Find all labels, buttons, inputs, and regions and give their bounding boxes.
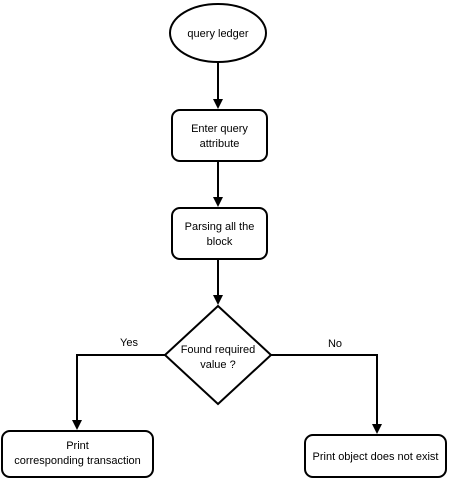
node-enter-query-attribute: Enter query attribute — [171, 109, 268, 162]
arrowhead — [213, 99, 223, 109]
arrowhead — [213, 295, 223, 305]
decision-diamond — [163, 304, 273, 406]
node-query-ledger: query ledger — [169, 3, 267, 63]
edge-parsing-to-decision — [213, 259, 223, 305]
enter-query-line-2: attribute — [200, 138, 240, 150]
edge-line — [76, 354, 165, 421]
arrowhead — [213, 197, 223, 207]
enter-query-line-1: Enter query — [191, 123, 248, 135]
print-transaction-line-2: corresponding transaction — [14, 455, 141, 467]
parsing-line-2: block — [207, 236, 233, 248]
arrowhead — [72, 420, 82, 430]
print-transaction-box — [1, 430, 154, 478]
edge-line — [271, 354, 378, 425]
print-not-exist-box — [304, 434, 447, 478]
node-print-object-does-not-exist: Print object does not exist — [304, 434, 447, 478]
no-label: No — [328, 338, 342, 350]
yes-label: Yes — [120, 337, 138, 349]
edge-decision-no: No — [271, 338, 382, 434]
node-parsing-all-the-block: Parsing all the block — [171, 207, 268, 260]
parsing-box — [171, 207, 268, 260]
enter-query-box — [171, 109, 268, 162]
arrowhead — [372, 424, 382, 434]
start-label: query ledger — [187, 28, 248, 40]
decision-line-2: value ? — [200, 359, 235, 371]
edge-decision-yes: Yes — [72, 337, 165, 430]
print-transaction-line-1: Print — [66, 440, 89, 452]
decision-line-1: Found required — [181, 344, 256, 356]
print-not-exist-label: Print object does not exist — [313, 451, 439, 463]
edge-enter-query-to-parsing — [213, 161, 223, 207]
parsing-line-1: Parsing all the — [185, 221, 255, 233]
node-print-corresponding-transaction: Print corresponding transaction — [1, 430, 154, 478]
node-decision: Found required value ? — [163, 304, 273, 406]
edge-start-to-enter-query — [213, 62, 223, 109]
